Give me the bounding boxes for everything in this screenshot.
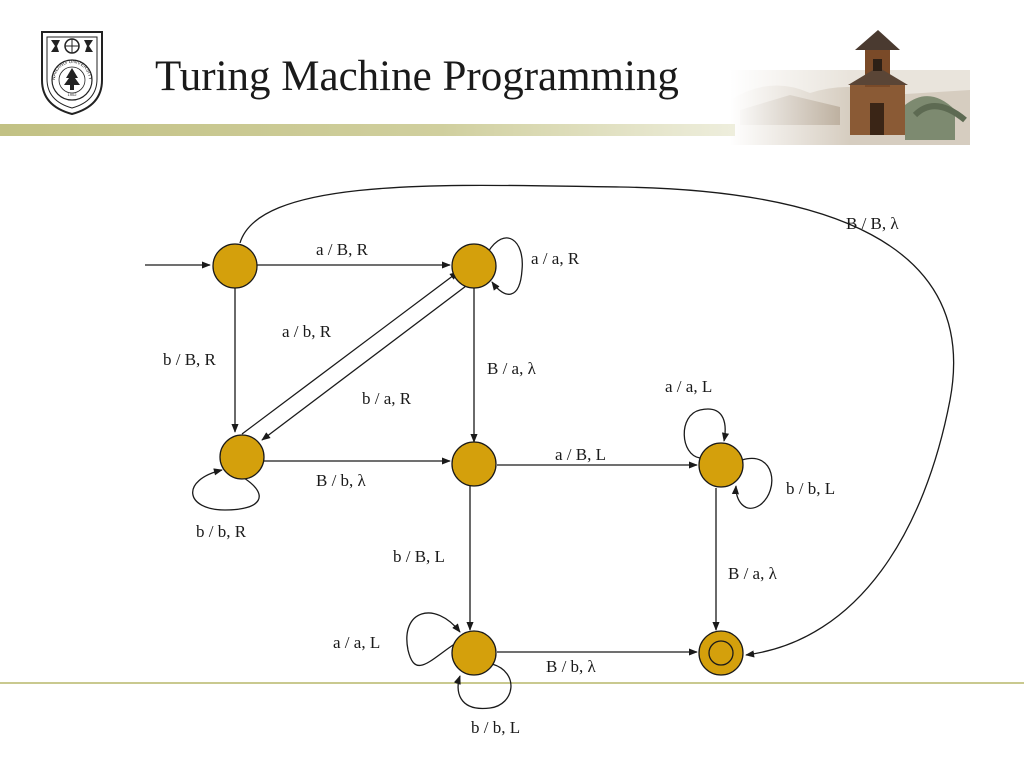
label-q4-loop-a: a / a, L — [665, 377, 712, 396]
loop-q5-a — [406, 612, 461, 667]
label-q5-loop-b: b / b, L — [471, 718, 520, 737]
label-q0-q1: a / B, R — [316, 240, 369, 259]
edge-q1-q3 — [261, 285, 467, 441]
slide-title: Turing Machine Programming — [155, 53, 679, 100]
loop-q4-a — [683, 408, 730, 459]
label-q1-loop: a / a, R — [531, 249, 580, 268]
label-q2-q4: a / B, L — [555, 445, 606, 464]
state-q1 — [451, 243, 497, 289]
footer-rule — [0, 682, 1024, 684]
label-q4-loop-b: b / b, L — [786, 479, 835, 498]
nanjing-university-logo: 1902 NANJING UNIVERSITY — [41, 31, 103, 116]
loop-q4-b — [731, 457, 773, 509]
loop-q5-b — [453, 663, 512, 710]
state-qf-inner-ring — [708, 640, 734, 666]
label-q0-qf: B / B, λ — [846, 214, 899, 233]
label-q3-q2: B / b, λ — [316, 471, 367, 490]
state-q2 — [451, 441, 497, 487]
campus-tower-picture — [730, 15, 970, 145]
label-q2-q5: b / B, L — [393, 547, 445, 566]
header-rule — [0, 124, 735, 136]
state-q4 — [698, 442, 744, 488]
state-q5 — [451, 630, 497, 676]
label-q3-loop: b / b, R — [196, 522, 247, 541]
label-q3-q1: a / b, R — [282, 322, 332, 341]
logo-year: 1902 — [68, 92, 78, 97]
state-q0 — [212, 243, 258, 289]
loop-q3 — [192, 468, 260, 511]
label-q5-qf: B / b, λ — [546, 657, 597, 676]
label-q4-qf: B / a, λ — [728, 564, 778, 583]
edge-q0-qf — [239, 184, 955, 658]
state-q3 — [219, 434, 265, 480]
label-q0-q3: b / B, R — [163, 350, 217, 369]
label-q1-q2: B / a, λ — [487, 359, 537, 378]
state-qf — [698, 630, 744, 676]
label-q1-q3: b / a, R — [362, 389, 412, 408]
label-q5-loop-a: a / a, L — [333, 633, 380, 652]
edge-q3-q1 — [241, 271, 459, 435]
loop-q1 — [487, 237, 523, 295]
